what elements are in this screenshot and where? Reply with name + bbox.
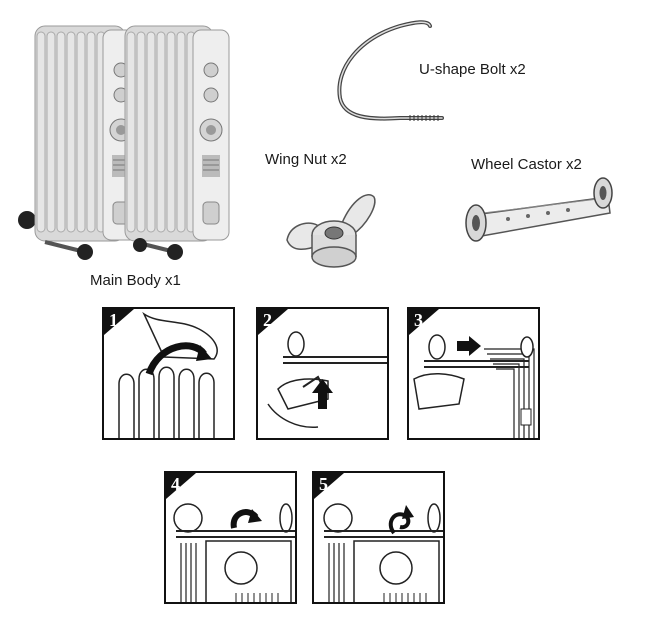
radiator-front <box>124 25 230 260</box>
step-number: 2 <box>263 310 272 330</box>
step-number: 5 <box>319 474 328 494</box>
step-1-panel: 1 <box>102 307 235 440</box>
u-bolt-label: U-shape Bolt x2 <box>419 61 526 78</box>
step-2-panel: 2 <box>256 307 389 440</box>
step-5-panel: 5 <box>312 471 445 604</box>
step-number: 1 <box>109 310 118 330</box>
u-bolt-illustration <box>337 20 444 121</box>
main-body-label: Main Body x1 <box>90 272 181 289</box>
wheel-castor-label: Wheel Castor x2 <box>471 156 582 173</box>
radiator-rear <box>18 25 140 260</box>
step-number: 4 <box>171 474 180 494</box>
step-3-panel: 3 <box>407 307 540 440</box>
step-4-panel: 4 <box>164 471 297 604</box>
wing-nut-label: Wing Nut x2 <box>265 151 347 168</box>
step-number: 3 <box>414 310 423 330</box>
wheel-castor-illustration <box>465 177 613 242</box>
wing-nut-illustration <box>286 194 376 268</box>
radiator-illustration <box>18 25 230 260</box>
